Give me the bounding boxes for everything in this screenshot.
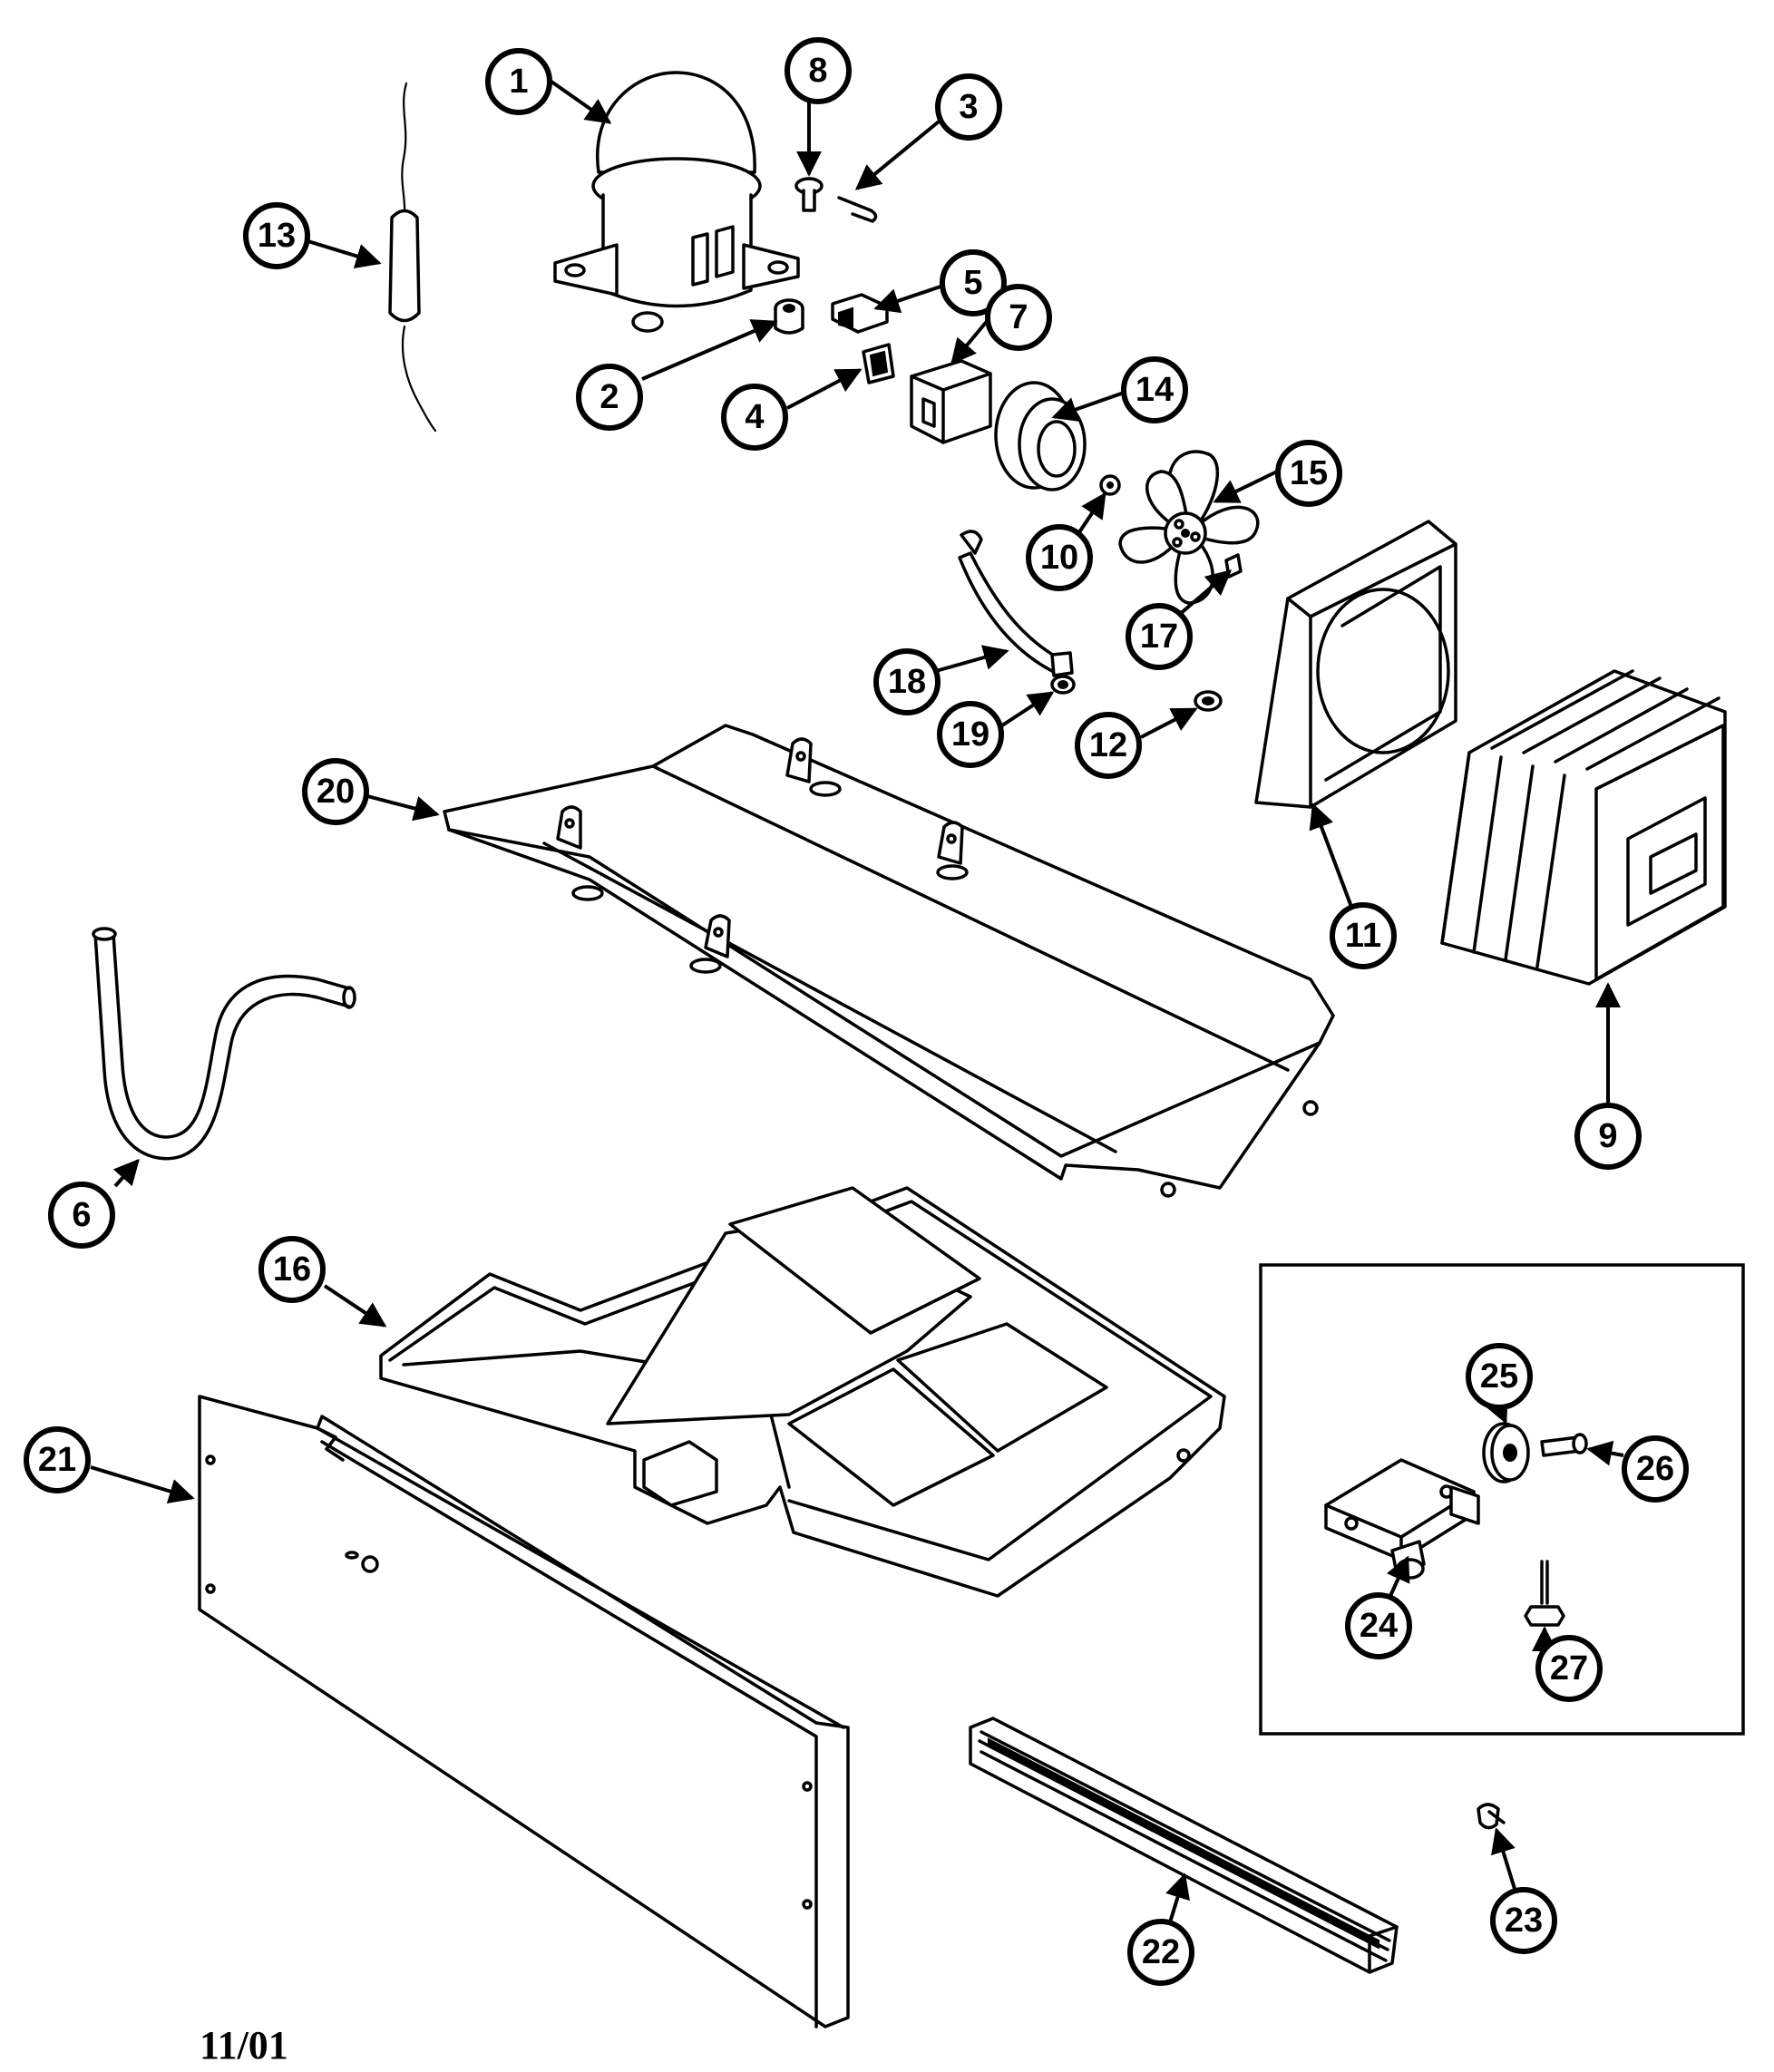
revision-date: 11/01 <box>200 2023 288 2067</box>
callout-7: 7 <box>985 284 1052 351</box>
callout-10: 10 <box>1026 524 1093 591</box>
callout-2: 2 <box>576 364 643 431</box>
svg-text:13: 13 <box>258 217 296 255</box>
callout-13: 13 <box>243 202 310 269</box>
callout-22: 22 <box>1127 1919 1194 1986</box>
svg-text:17: 17 <box>1140 618 1178 656</box>
svg-text:3: 3 <box>959 88 978 126</box>
part-9-condenser <box>1440 669 1727 986</box>
callout-23: 23 <box>1490 1887 1557 1954</box>
callout-27: 27 <box>1535 1635 1603 1702</box>
callout-26: 26 <box>1622 1435 1689 1503</box>
svg-text:15: 15 <box>1290 454 1328 492</box>
svg-text:18: 18 <box>888 663 926 701</box>
svg-text:8: 8 <box>808 52 827 90</box>
svg-text:4: 4 <box>745 398 764 436</box>
part-24-caster-bracket <box>1324 1458 1480 1580</box>
svg-text:11: 11 <box>1345 917 1381 955</box>
svg-text:27: 27 <box>1550 1649 1588 1688</box>
part-20-base-rail <box>443 724 1335 1198</box>
svg-text:16: 16 <box>273 1250 311 1289</box>
svg-text:10: 10 <box>1040 539 1078 577</box>
part-7-relay-box <box>910 359 992 444</box>
callout-19: 19 <box>937 701 1004 768</box>
svg-text:2: 2 <box>599 378 619 416</box>
callout-24: 24 <box>1345 1592 1412 1659</box>
svg-text:9: 9 <box>1598 1117 1617 1155</box>
callout-8: 8 <box>785 37 852 104</box>
callout-5: 5 <box>940 249 1007 316</box>
part-25-roller <box>1482 1422 1530 1483</box>
svg-text:22: 22 <box>1142 1933 1180 1971</box>
svg-text:20: 20 <box>317 773 355 811</box>
part-26-axle-pin <box>1540 1433 1588 1457</box>
svg-text:23: 23 <box>1505 1902 1543 1940</box>
callout-9: 9 <box>1574 1103 1642 1170</box>
part-19-grommet <box>1050 675 1076 695</box>
callout-4: 4 <box>721 384 788 451</box>
part-11-fan-shroud <box>1254 520 1457 809</box>
svg-text:21: 21 <box>38 1441 76 1479</box>
svg-text:5: 5 <box>963 264 982 302</box>
part-5-overload <box>831 293 889 334</box>
part-6-drain-hose <box>92 927 356 1161</box>
part-2-grommet <box>774 298 804 335</box>
svg-text:26: 26 <box>1636 1450 1674 1488</box>
callout-25: 25 <box>1466 1343 1533 1410</box>
part-14-fan-motor <box>994 381 1087 491</box>
part-13-drier <box>388 82 437 433</box>
leader-lines <box>90 80 1624 1923</box>
part-15-fan-blade <box>1118 450 1260 605</box>
callout-21: 21 <box>24 1426 91 1493</box>
part-22-toe-grille <box>969 1717 1399 1974</box>
svg-text:25: 25 <box>1480 1357 1518 1396</box>
caster-inset-box <box>1259 1263 1745 1736</box>
part-10-nut <box>1099 474 1121 496</box>
part-8-screw <box>794 177 824 212</box>
callout-15: 15 <box>1275 440 1342 507</box>
svg-text:7: 7 <box>1009 298 1028 336</box>
callout-17: 17 <box>1126 603 1193 670</box>
callout-6: 6 <box>48 1182 115 1249</box>
callout-20: 20 <box>302 758 369 825</box>
callout-1: 1 <box>485 48 552 115</box>
part-3-clip <box>837 196 878 223</box>
callout-14: 14 <box>1121 356 1188 423</box>
callout-18: 18 <box>873 648 941 715</box>
svg-text:14: 14 <box>1136 371 1174 409</box>
svg-text:19: 19 <box>951 715 989 754</box>
part-4-relay <box>862 343 895 384</box>
part-21-kick-panel <box>198 1395 850 2028</box>
callout-3: 3 <box>935 73 1002 141</box>
part-16-drain-pan <box>379 1186 1226 1598</box>
callout-16: 16 <box>258 1236 326 1303</box>
part-27-leveling-leg <box>1524 1560 1565 1627</box>
part-1-compressor <box>553 71 800 333</box>
svg-text:1: 1 <box>509 63 528 101</box>
svg-text:6: 6 <box>72 1196 91 1234</box>
svg-text:24: 24 <box>1360 1607 1398 1645</box>
svg-text:12: 12 <box>1089 726 1127 764</box>
part-23-clip <box>1477 1803 1506 1830</box>
part-12-grommet <box>1194 690 1223 712</box>
callout-12: 12 <box>1075 712 1142 779</box>
callout-11: 11 <box>1330 902 1397 969</box>
